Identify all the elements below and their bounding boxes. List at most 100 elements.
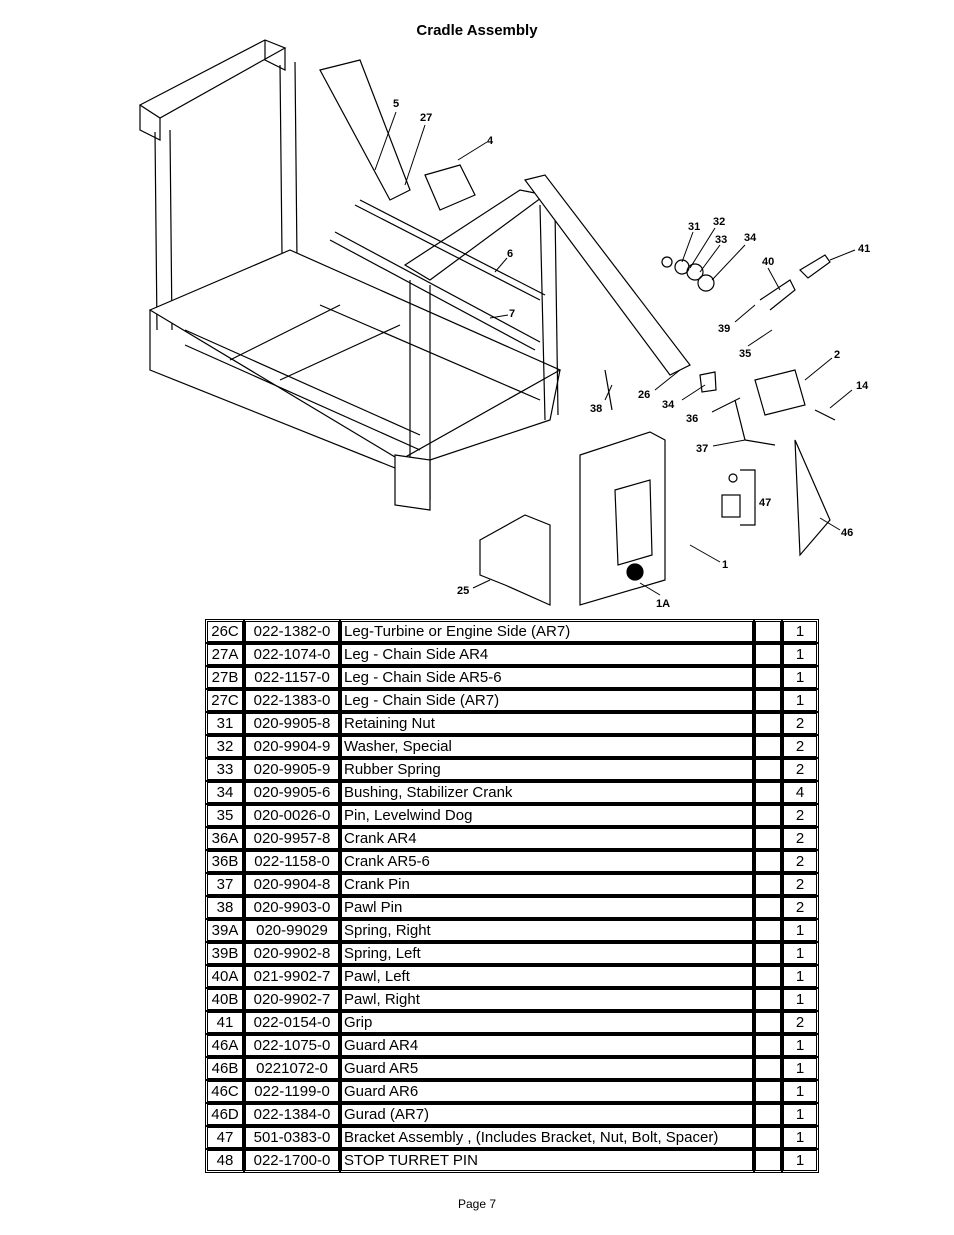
- callout-label: 2: [834, 349, 840, 361]
- callout-label: 34: [744, 232, 757, 244]
- part-number-cell: 021-9902-7: [243, 964, 341, 989]
- part-number-cell: 020-9902-8: [243, 941, 341, 966]
- item-number-cell: 38: [205, 895, 245, 920]
- description-cell: Pawl Pin: [339, 895, 755, 920]
- part-number-cell: 020-9904-9: [243, 734, 341, 759]
- item-number-cell: 27A: [205, 642, 245, 667]
- page-number: Page 7: [457, 1197, 497, 1211]
- callout-label: 6: [507, 248, 513, 260]
- part-number-cell: 020-9902-7: [243, 987, 341, 1012]
- quantity-cell: 1: [781, 987, 819, 1012]
- callout-label: 26: [638, 389, 650, 401]
- description-cell: Crank Pin: [339, 872, 755, 897]
- description-cell: Leg - Chain Side AR5-6: [339, 665, 755, 690]
- quantity-cell: 1: [781, 619, 819, 644]
- description-cell: Guard AR5: [339, 1056, 755, 1081]
- item-number-cell: 46A: [205, 1033, 245, 1058]
- part-number-cell: 022-1199-0: [243, 1079, 341, 1104]
- item-number-cell: 39B: [205, 941, 245, 966]
- blank-cell: [753, 642, 783, 667]
- part-number-cell: 0221072-0: [243, 1056, 341, 1081]
- description-cell: STOP TURRET PIN: [339, 1148, 755, 1173]
- description-cell: Leg - Chain Side AR4: [339, 642, 755, 667]
- description-cell: Spring, Right: [339, 918, 755, 943]
- part-number-cell: 020-99029: [243, 918, 341, 943]
- part-number-cell: 022-1157-0: [243, 665, 341, 690]
- item-number-cell: 33: [205, 757, 245, 782]
- leader-lines: [374, 111, 856, 596]
- callout-label: 35: [739, 348, 751, 360]
- cradle-assembly-diagram: 5 27 4 6 7 31 32 33 34 40 41 39 35 2 14 …: [138, 39, 870, 610]
- part-number-cell: 022-1075-0: [243, 1033, 341, 1058]
- item-number-cell: 47: [205, 1125, 245, 1150]
- callout-label: 40: [762, 256, 774, 268]
- quantity-cell: 1: [781, 1033, 819, 1058]
- blank-cell: [753, 941, 783, 966]
- callout-label: 4: [487, 135, 494, 147]
- description-cell: Bushing, Stabilizer Crank: [339, 780, 755, 805]
- quantity-cell: 4: [781, 780, 819, 805]
- part-number-cell: 022-1383-0: [243, 688, 341, 713]
- quantity-cell: 1: [781, 665, 819, 690]
- quantity-cell: 2: [781, 895, 819, 920]
- callout-labels: 5 27 4 6 7 31 32 33 34 40 41 39 35 2 14 …: [393, 98, 870, 610]
- description-cell: Crank AR4: [339, 826, 755, 851]
- callout-label: 7: [509, 308, 515, 320]
- item-number-cell: 46B: [205, 1056, 245, 1081]
- description-cell: Gurad (AR7): [339, 1102, 755, 1127]
- item-number-cell: 39A: [205, 918, 245, 943]
- item-number-cell: 46D: [205, 1102, 245, 1127]
- item-number-cell: 41: [205, 1010, 245, 1035]
- part-number-cell: 022-1074-0: [243, 642, 341, 667]
- description-cell: Leg - Chain Side (AR7): [339, 688, 755, 713]
- quantity-cell: 2: [781, 757, 819, 782]
- quantity-cell: 1: [781, 1148, 819, 1173]
- callout-label: 25: [457, 585, 469, 597]
- blank-cell: [753, 895, 783, 920]
- callout-label: 33: [715, 234, 727, 246]
- quantity-cell: 1: [781, 642, 819, 667]
- callout-label: 39: [718, 323, 730, 335]
- part-number-cell: 022-0154-0: [243, 1010, 341, 1035]
- description-cell: Bracket Assembly , (Includes Bracket, Nu…: [339, 1125, 755, 1150]
- quantity-cell: 1: [781, 1102, 819, 1127]
- item-number-cell: 40B: [205, 987, 245, 1012]
- blank-cell: [753, 826, 783, 851]
- part-number-cell: 022-1700-0: [243, 1148, 341, 1173]
- blank-cell: [753, 734, 783, 759]
- item-number-cell: 35: [205, 803, 245, 828]
- item-number-cell: 26C: [205, 619, 245, 644]
- quantity-cell: 2: [781, 803, 819, 828]
- quantity-cell: 2: [781, 826, 819, 851]
- description-cell: Guard AR6: [339, 1079, 755, 1104]
- item-number-cell: 46C: [205, 1079, 245, 1104]
- blank-cell: [753, 849, 783, 874]
- part-number-cell: 022-1384-0: [243, 1102, 341, 1127]
- frame-drawing: [138, 39, 836, 606]
- blank-cell: [753, 619, 783, 644]
- quantity-cell: 2: [781, 849, 819, 874]
- callout-label: 47: [759, 497, 771, 509]
- description-cell: Washer, Special: [339, 734, 755, 759]
- quantity-cell: 2: [781, 734, 819, 759]
- callout-label: 5: [393, 98, 399, 110]
- quantity-cell: 1: [781, 941, 819, 966]
- part-number-cell: 020-9905-6: [243, 780, 341, 805]
- blank-cell: [753, 1079, 783, 1104]
